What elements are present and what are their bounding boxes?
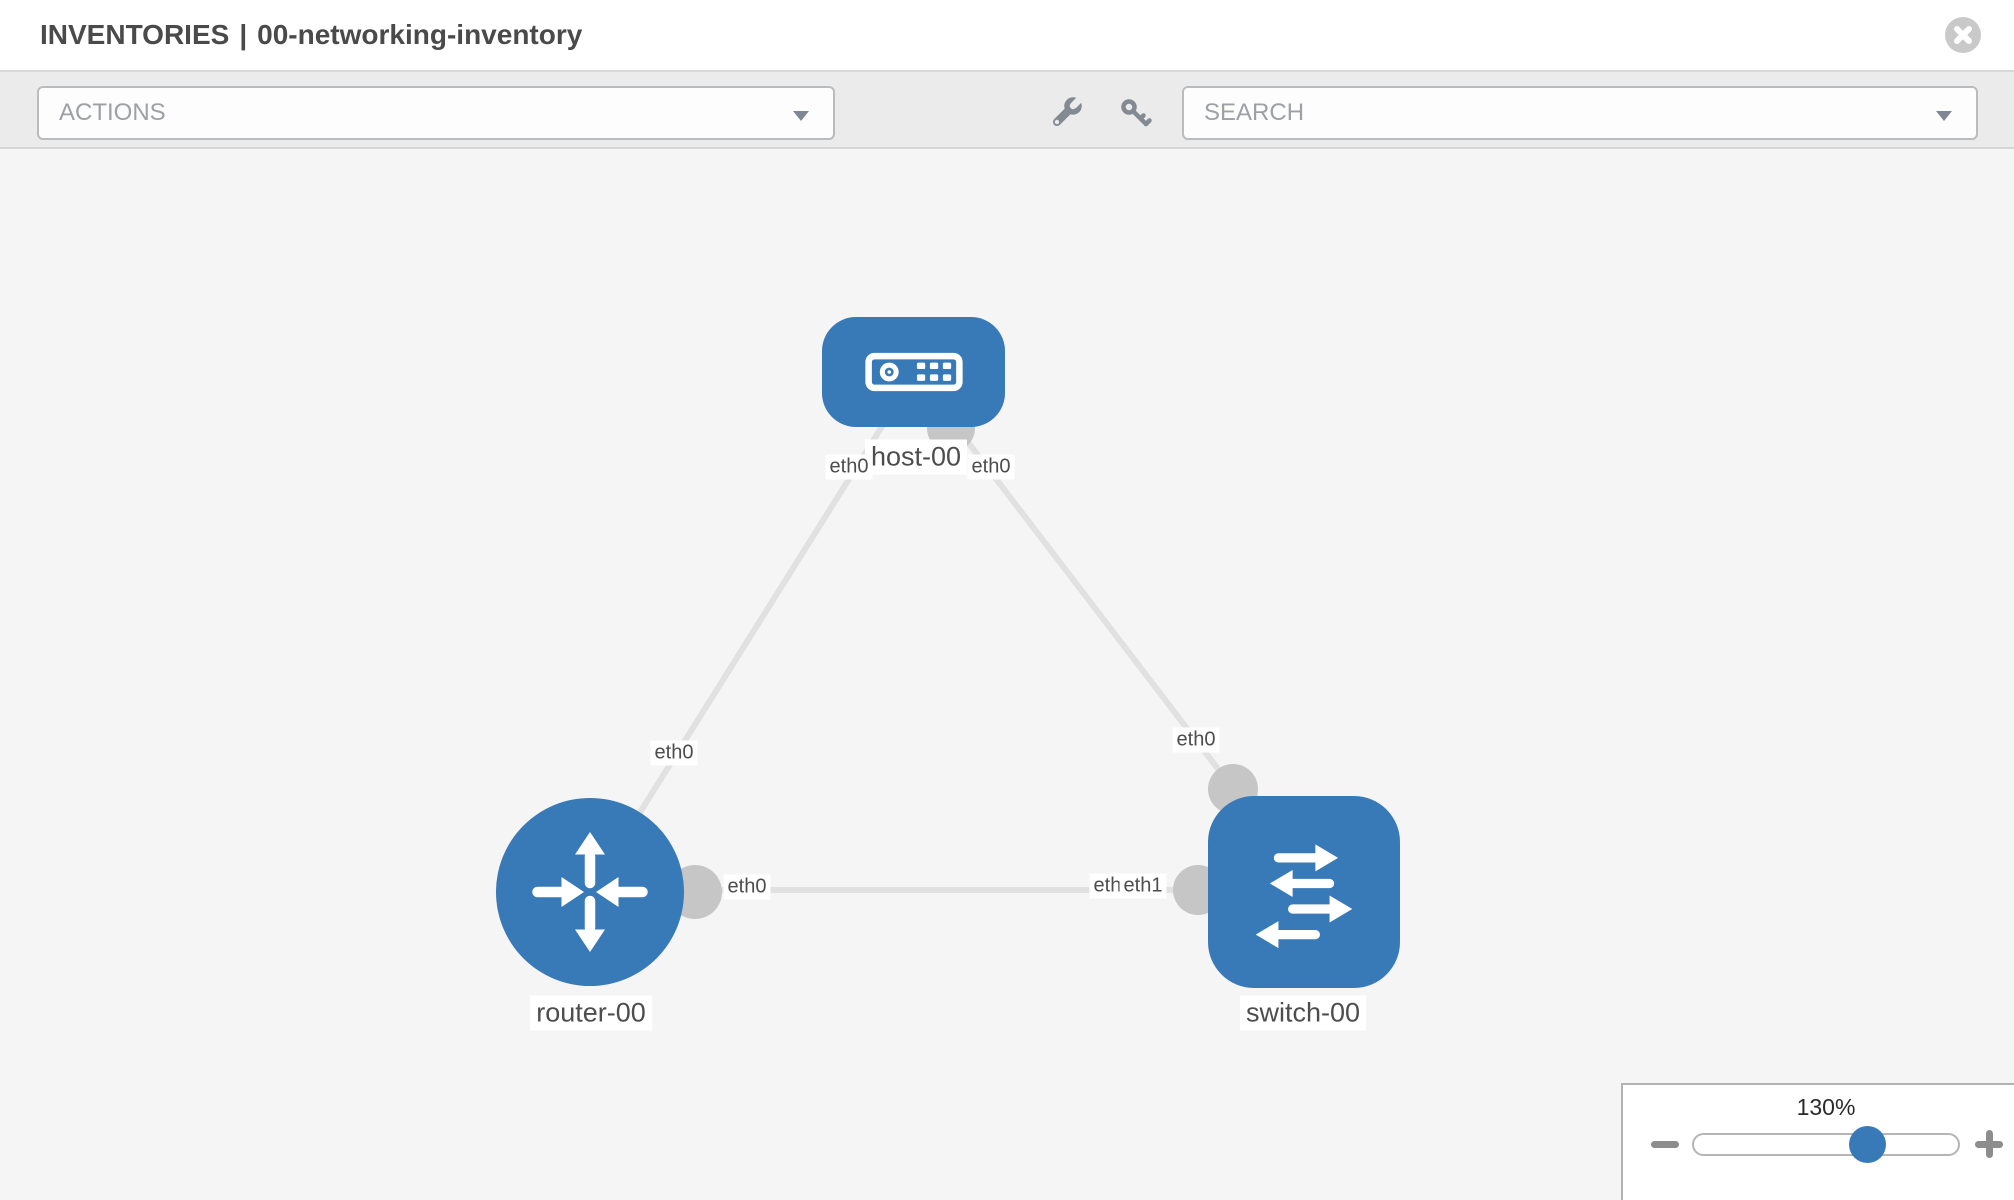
- node-label-router: router-00: [530, 995, 652, 1031]
- node-label-switch: switch-00: [1239, 995, 1367, 1031]
- zoom-slider-track[interactable]: [1692, 1126, 1960, 1163]
- zoom-level-label: 130%: [1796, 1094, 1856, 1120]
- interface-label-router-to-host: eth0: [650, 740, 698, 766]
- node-label-host: host-00: [864, 439, 968, 475]
- interface-label-host-to-switch: eth0: [967, 454, 1015, 480]
- server-icon: [864, 352, 963, 392]
- node-host-00[interactable]: [822, 317, 1005, 427]
- toolbar: ACTIONS SEARCH: [0, 72, 2014, 149]
- minus-icon: [1651, 1141, 1679, 1148]
- title-separator: |: [239, 19, 248, 50]
- interface-label-router-to-switch: eth0: [723, 874, 771, 900]
- node-switch-00[interactable]: [1208, 796, 1400, 988]
- chevron-down-icon: [1936, 111, 1952, 121]
- zoom-slider-thumb[interactable]: [1849, 1126, 1886, 1163]
- wrench-icon[interactable]: [1049, 96, 1083, 130]
- actions-dropdown-label: ACTIONS: [59, 99, 166, 126]
- search-dropdown[interactable]: SEARCH: [1182, 86, 1978, 140]
- inventory-name: 00-networking-inventory: [257, 19, 583, 50]
- header: INVENTORIES | 00-networking-inventory: [0, 0, 2014, 72]
- close-icon: [1954, 26, 1972, 44]
- actions-dropdown[interactable]: ACTIONS: [37, 86, 835, 140]
- router-arrows-icon: [532, 832, 648, 952]
- chevron-down-icon: [793, 111, 809, 121]
- interface-label-host-to-router: eth0: [825, 454, 873, 480]
- switch-arrows-icon: [1255, 844, 1353, 949]
- breadcrumb-inventories: INVENTORIES: [40, 19, 230, 50]
- zoom-out-button[interactable]: [1650, 1129, 1680, 1159]
- key-icon[interactable]: [1118, 96, 1152, 130]
- zoom-panel: 130%: [1621, 1083, 2014, 1200]
- search-dropdown-label: SEARCH: [1204, 99, 1305, 126]
- zoom-in-button[interactable]: [1974, 1129, 2004, 1159]
- plus-icon: [1986, 1130, 1993, 1158]
- interface-label-switch-to-router: eth1: [1119, 873, 1167, 899]
- interface-label-switch-to-host: eth0: [1172, 727, 1220, 753]
- page-title: INVENTORIES | 00-networking-inventory: [40, 0, 582, 70]
- close-button[interactable]: [1945, 17, 1981, 53]
- node-router-00[interactable]: [496, 798, 684, 986]
